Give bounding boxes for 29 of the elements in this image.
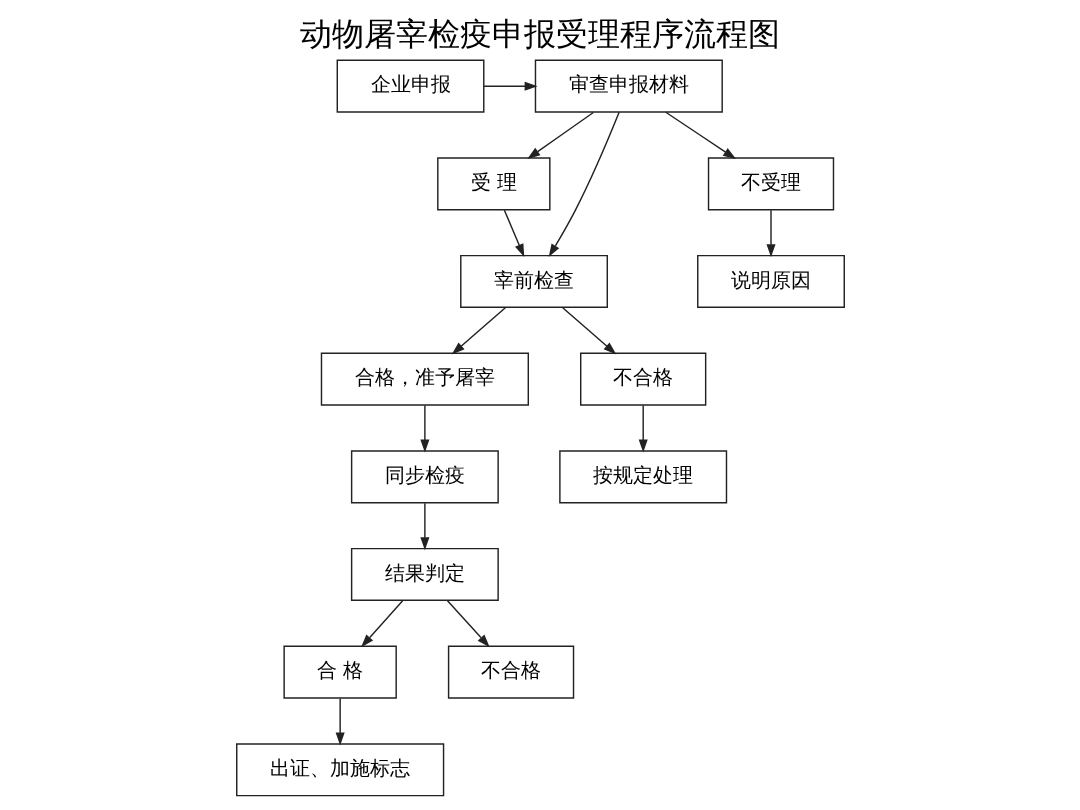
node-box: 合 格 <box>282 645 397 699</box>
node-box: 说明原因 <box>696 254 845 309</box>
node-box: 受 理 <box>436 157 551 211</box>
node-box: 宰前检查 <box>459 254 608 309</box>
node-box: 不合格 <box>447 645 574 699</box>
arrow <box>526 111 594 159</box>
arrow <box>638 404 648 453</box>
node-box: 不受理 <box>707 157 834 211</box>
arrow <box>451 307 506 355</box>
arrow <box>765 209 776 258</box>
node-box: 不合格 <box>579 352 706 406</box>
node-box: 按规定处理 <box>558 450 727 504</box>
arrow <box>419 502 429 551</box>
arrow <box>335 697 345 746</box>
diagram-title: 动物屠宰检疫申报受理程序流程图 <box>300 16 780 53</box>
node-box: 企业申报 <box>336 59 484 113</box>
node-box: 审查申报材料 <box>534 59 723 113</box>
arrow <box>548 111 620 257</box>
arrow <box>360 600 403 648</box>
arrow <box>664 111 736 160</box>
node-box: 出证、加施标志 <box>235 743 444 797</box>
arrow <box>419 404 429 453</box>
arrow <box>503 209 524 257</box>
node-box: 结果判定 <box>350 547 499 602</box>
arrow <box>446 600 490 648</box>
arrow <box>482 81 538 91</box>
arrow <box>561 307 616 355</box>
node-box: 同步检疫 <box>350 450 499 504</box>
node-box: 合格，准予屠宰 <box>320 352 529 406</box>
